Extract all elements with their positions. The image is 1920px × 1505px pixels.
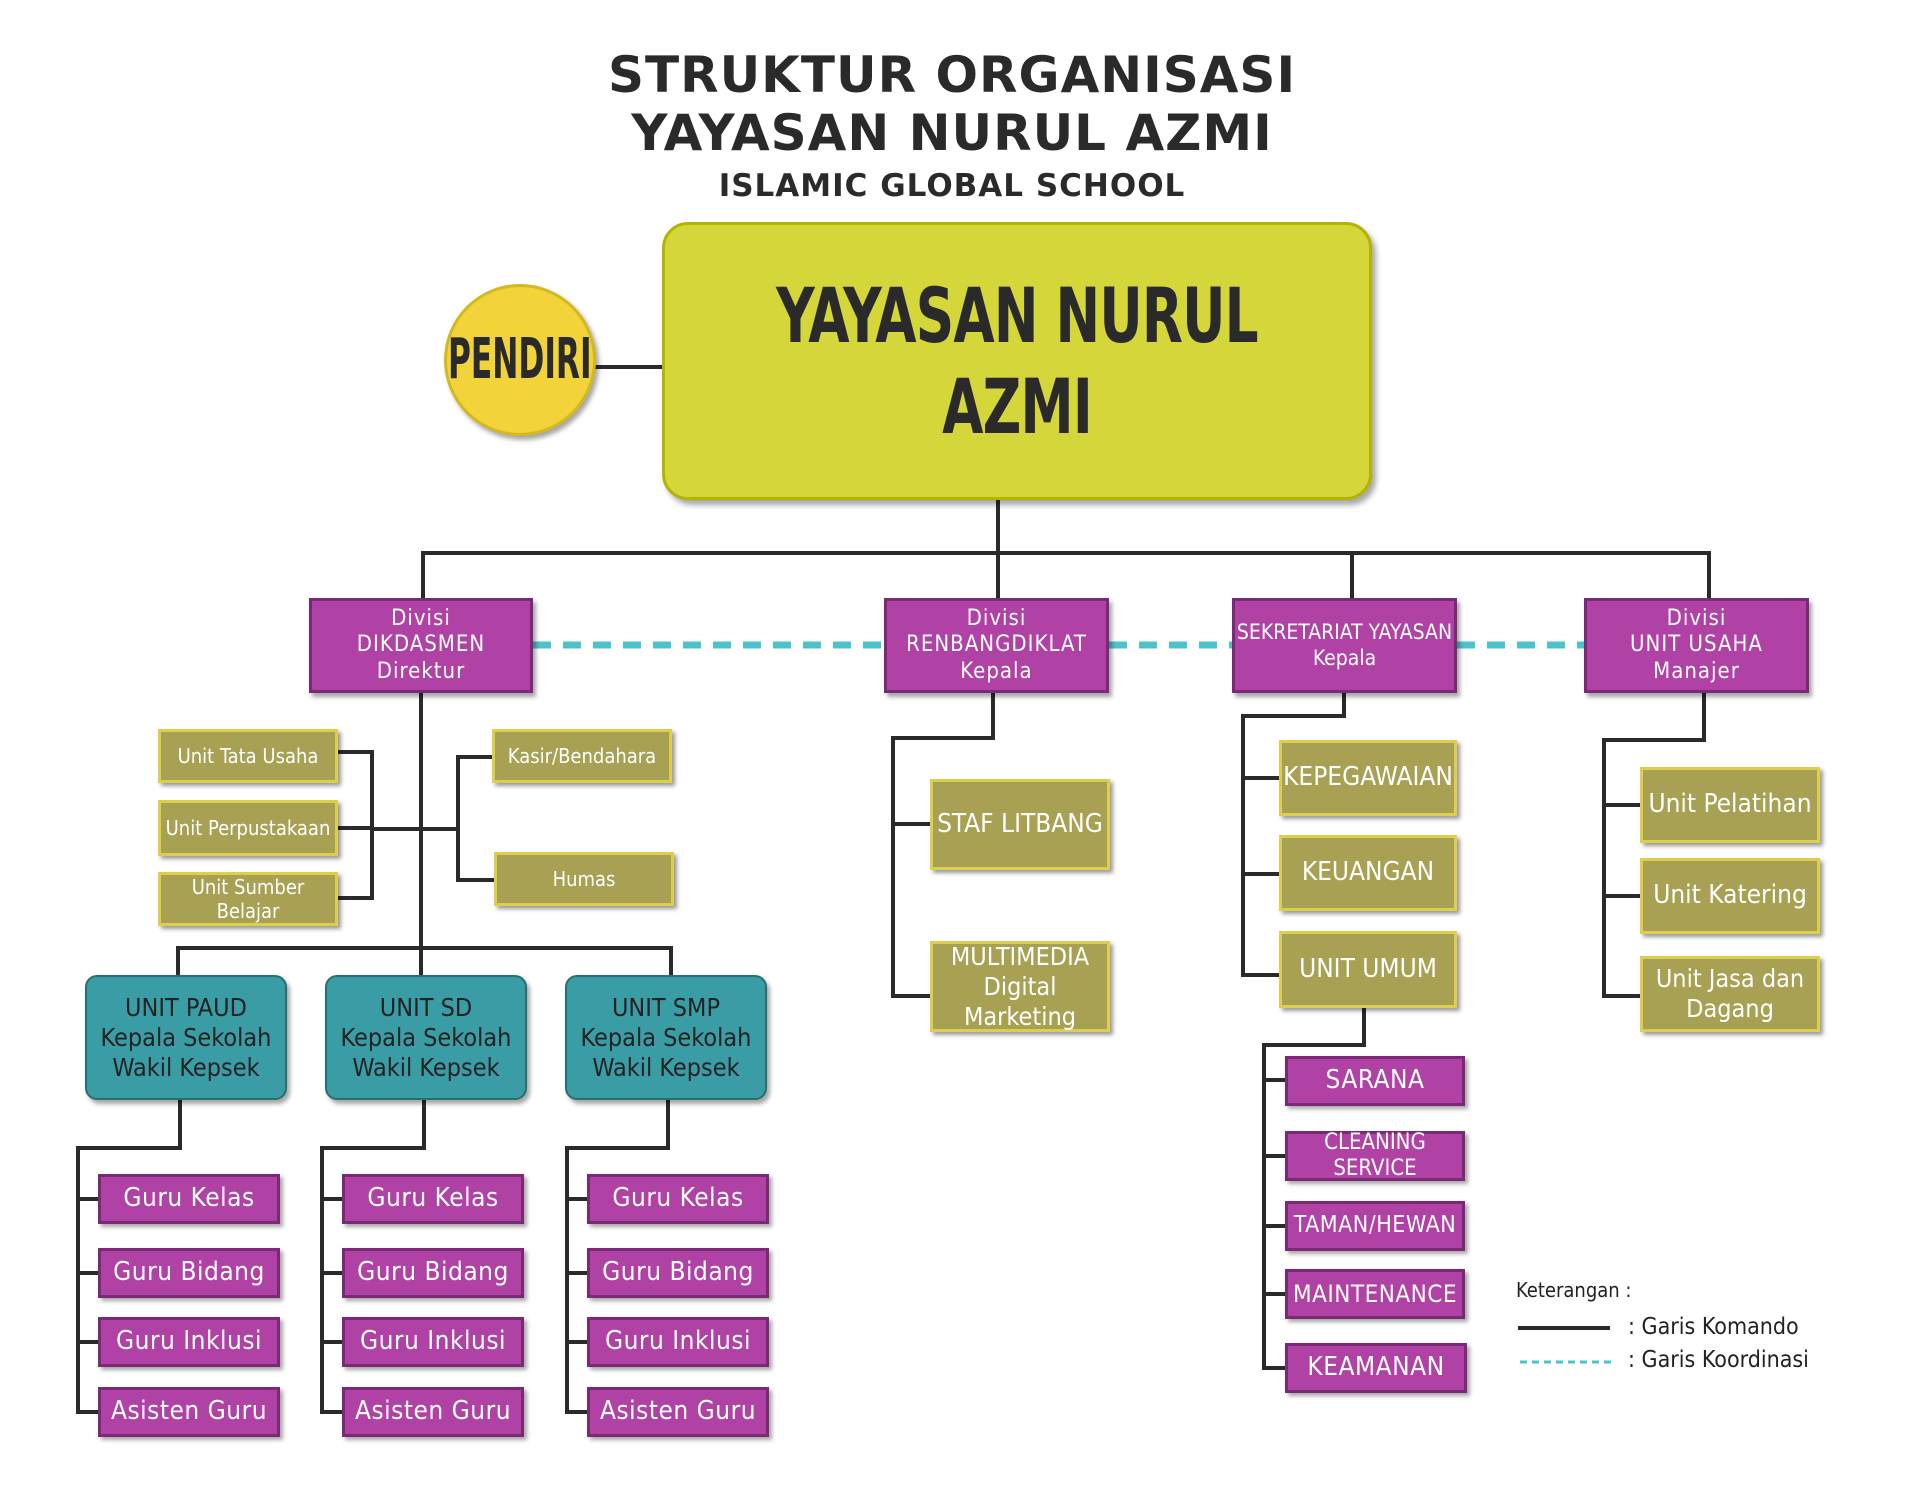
division-renbangdiklat: Divisi RENBANGDIKLAT Kepala xyxy=(884,598,1109,693)
division-sekretariat-line1: SEKRETARIAT YAYASAN xyxy=(1236,620,1453,645)
legend-command-label: : Garis Komando xyxy=(1628,1314,1799,1340)
school-paud-line2: Kepala Sekolah xyxy=(100,1022,272,1052)
sd-asisten-guru: Asisten Guru xyxy=(342,1387,524,1437)
subunit-maintenance: MAINTENANCE xyxy=(1285,1269,1465,1319)
unit-jasa-dagang-line2: Dagang xyxy=(1686,994,1774,1023)
school-sd-line2: Kepala Sekolah xyxy=(340,1022,512,1052)
school-smp-line3: Wakil Kepsek xyxy=(592,1052,740,1082)
division-unit-usaha-line3: Manajer xyxy=(1653,658,1740,684)
unit-jasa-dagang: Unit Jasa dan Dagang xyxy=(1640,956,1820,1032)
chart-title-line2: YAYASAN NURUL AZMI xyxy=(631,104,1273,162)
chart-subtitle: ISLAMIC GLOBAL SCHOOL xyxy=(718,168,1186,204)
unit-pelatihan: Unit Pelatihan xyxy=(1640,767,1820,843)
school-sd-line1: UNIT SD xyxy=(379,992,473,1022)
division-renbangdiklat-line3: Kepala xyxy=(960,658,1033,684)
line-sd-staff xyxy=(320,1098,426,1414)
school-paud-line1: UNIT PAUD xyxy=(125,992,247,1022)
smp-guru-inklusi: Guru Inklusi xyxy=(587,1317,769,1367)
line-unit-usaha-units xyxy=(1602,691,1706,998)
division-sekretariat: SEKRETARIAT YAYASAN Kepala xyxy=(1232,598,1457,693)
line-right-units-bracket xyxy=(419,755,496,882)
division-unit-usaha-line1: Divisi xyxy=(1666,605,1727,631)
division-renbangdiklat-line1: Divisi xyxy=(966,605,1027,631)
unit-kasir-bendahara: Kasir/Bendahara xyxy=(492,729,672,783)
division-unit-usaha-line2: UNIT USAHA xyxy=(1630,632,1763,658)
division-dikdasmen: Divisi DIKDASMEN Direktur xyxy=(309,598,533,693)
subunit-keamanan: KEAMANAN xyxy=(1285,1343,1467,1393)
sd-guru-kelas: Guru Kelas xyxy=(342,1174,524,1224)
division-unit-usaha: Divisi UNIT USAHA Manajer xyxy=(1584,598,1809,693)
smp-guru-kelas: Guru Kelas xyxy=(587,1174,769,1224)
school-unit-sd: UNIT SD Kepala Sekolah Wakil Kepsek xyxy=(325,975,527,1100)
division-renbangdiklat-line2: RENBANGDIKLAT xyxy=(906,632,1087,658)
subunit-cleaning-service: CLEANING SERVICE xyxy=(1285,1130,1465,1181)
main-box-label: YAYASAN NURUL AZMI xyxy=(776,270,1259,451)
founder-circle: PENDIRI xyxy=(444,284,596,436)
unit-sumber-belajar: Unit Sumber Belajar xyxy=(158,872,338,926)
unit-kepegawaian: KEPEGAWAIAN xyxy=(1279,740,1457,816)
subunit-sarana: SARANA xyxy=(1285,1056,1465,1106)
chart-title-line1: STRUKTUR ORGANISASI xyxy=(607,46,1297,104)
unit-multimedia: MULTIMEDIA Digital Marketing xyxy=(930,941,1110,1032)
unit-katering: Unit Katering xyxy=(1640,858,1820,934)
line-unit-umum-subunits xyxy=(1262,1006,1366,1370)
line-sekretariat-units xyxy=(1241,691,1346,977)
smp-asisten-guru: Asisten Guru xyxy=(587,1387,769,1437)
unit-multimedia-line1: MULTIMEDIA xyxy=(950,941,1090,971)
line-renbangdiklat-units xyxy=(891,691,995,998)
line-smp-staff xyxy=(565,1098,670,1414)
school-paud-line3: Wakil Kepsek xyxy=(112,1052,260,1082)
division-dikdasmen-line3: Direktur xyxy=(376,658,466,684)
paud-guru-inklusi: Guru Inklusi xyxy=(98,1317,280,1367)
unit-staf-litbang: STAF LITBANG xyxy=(930,779,1110,870)
unit-jasa-dagang-line1: Unit Jasa dan xyxy=(1655,964,1805,993)
school-smp-line1: UNIT SMP xyxy=(611,992,721,1022)
sd-guru-bidang: Guru Bidang xyxy=(342,1248,524,1298)
unit-tata-usaha: Unit Tata Usaha xyxy=(158,729,338,783)
school-unit-smp: UNIT SMP Kepala Sekolah Wakil Kepsek xyxy=(565,975,767,1100)
division-dikdasmen-line2: DIKDASMEN xyxy=(356,632,486,658)
legend-title: Keterangan : xyxy=(1516,1278,1632,1302)
smp-guru-bidang: Guru Bidang xyxy=(587,1248,769,1298)
school-smp-line2: Kepala Sekolah xyxy=(580,1022,752,1052)
line-schools-bar xyxy=(176,946,673,977)
subunit-taman-hewan: TAMAN/HEWAN xyxy=(1285,1201,1465,1251)
unit-perpustakaan: Unit Perpustakaan xyxy=(158,800,338,856)
paud-guru-kelas: Guru Kelas xyxy=(98,1174,280,1224)
school-sd-line3: Wakil Kepsek xyxy=(352,1052,500,1082)
paud-guru-bidang: Guru Bidang xyxy=(98,1248,280,1298)
school-unit-paud: UNIT PAUD Kepala Sekolah Wakil Kepsek xyxy=(85,975,287,1100)
unit-umum: UNIT UMUM xyxy=(1279,931,1457,1008)
unit-multimedia-line2: Digital Marketing xyxy=(963,971,1076,1031)
main-box-yayasan: YAYASAN NURUL AZMI xyxy=(662,222,1372,500)
unit-keuangan: KEUANGAN xyxy=(1279,835,1457,911)
founder-label: PENDIRI xyxy=(448,327,592,393)
paud-asisten-guru: Asisten Guru xyxy=(98,1387,280,1437)
unit-humas: Humas xyxy=(494,852,674,906)
division-sekretariat-line2: Kepala xyxy=(1312,645,1377,670)
line-paud-staff xyxy=(76,1098,182,1414)
sd-guru-inklusi: Guru Inklusi xyxy=(342,1317,524,1367)
line-left-units-bracket xyxy=(336,750,423,900)
legend-coordination-label: : Garis Koordinasi xyxy=(1628,1347,1809,1373)
division-dikdasmen-line1: Divisi xyxy=(391,605,451,631)
